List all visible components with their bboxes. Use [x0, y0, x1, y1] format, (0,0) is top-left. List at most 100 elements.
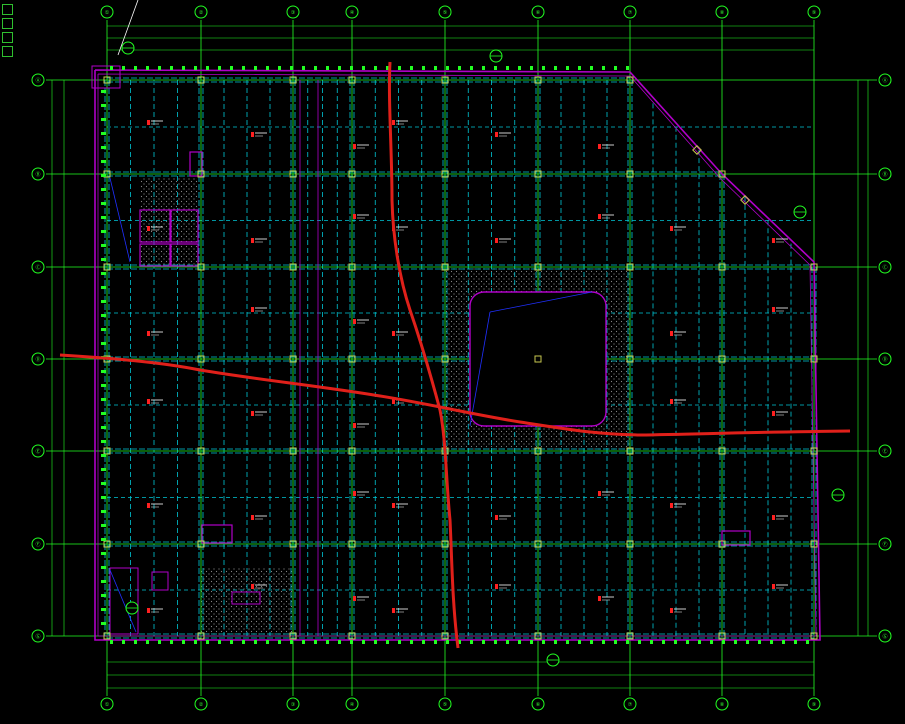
- column: [289, 263, 297, 271]
- wall-tick: [722, 640, 725, 644]
- wall-tick: [101, 454, 106, 457]
- zoom-icon[interactable]: [2, 32, 13, 43]
- grid-bubble: [878, 537, 892, 551]
- column: [626, 540, 634, 548]
- column: [197, 263, 205, 271]
- section-line-horizontal: [59, 353, 851, 437]
- grid-bubble-label: ⑧: [720, 702, 725, 708]
- wall-tick: [314, 66, 317, 70]
- room-box: [91, 65, 121, 89]
- column: [289, 76, 297, 84]
- grid-bubble: [194, 697, 208, 711]
- outer-wall: [94, 69, 821, 641]
- blue-line: [489, 291, 593, 313]
- annotation-mark: [147, 226, 150, 231]
- wall-tick: [254, 66, 257, 70]
- wall-tick: [410, 66, 413, 70]
- wall-tick: [182, 66, 185, 70]
- annotation-mark: [147, 503, 150, 508]
- grid-bubble-label: Ⓐ: [35, 77, 40, 84]
- column: [534, 355, 542, 363]
- room-box: [231, 591, 261, 605]
- column: [197, 540, 205, 548]
- wall-tick: [650, 640, 653, 644]
- grid-bubble-label: ⑦: [628, 702, 633, 708]
- wall-tick: [782, 640, 785, 644]
- room-box: [151, 571, 169, 591]
- wall-tick: [134, 66, 137, 70]
- wall-tick: [626, 640, 629, 644]
- wall-tick: [194, 640, 197, 644]
- column: [626, 632, 634, 640]
- grid-bubble-label: ①: [105, 702, 110, 708]
- annotation-mark: [598, 491, 601, 496]
- room-box: [721, 530, 751, 546]
- wall-tick: [506, 66, 509, 70]
- wall-tick: [230, 640, 233, 644]
- grid-bubble-label: Ⓔ: [35, 448, 40, 455]
- grid-bubble: [531, 697, 545, 711]
- grid-bubble: [878, 629, 892, 643]
- column: [441, 263, 449, 271]
- column: [810, 263, 818, 271]
- wall-tick: [494, 640, 497, 644]
- wall-tick: [470, 66, 473, 70]
- wall-tick: [422, 66, 425, 70]
- column: [810, 355, 818, 363]
- grid-bubble: [31, 537, 45, 551]
- wall-tick: [530, 66, 533, 70]
- wall-tick: [134, 640, 137, 644]
- grid-bubble-label: Ⓓ: [882, 356, 887, 363]
- pointer-icon[interactable]: [2, 4, 13, 15]
- pan-icon[interactable]: [2, 46, 13, 57]
- wall-tick: [101, 440, 106, 443]
- grid-bubble-label: ④: [350, 702, 355, 708]
- column: [626, 76, 634, 84]
- annotation-mark: [353, 319, 356, 324]
- wall-tick: [218, 640, 221, 644]
- wall-tick: [101, 594, 106, 597]
- wall-tick: [362, 640, 365, 644]
- grid-bubble: [286, 5, 300, 19]
- wall-tick: [758, 640, 761, 644]
- layer-icon[interactable]: [2, 18, 13, 29]
- wall-tick: [602, 66, 605, 70]
- annotation-mark: [670, 503, 673, 508]
- grid-bubble: [31, 73, 45, 87]
- column: [441, 170, 449, 178]
- wall-tick: [101, 412, 106, 415]
- wall-tick: [554, 66, 557, 70]
- grid-bubble: [194, 5, 208, 19]
- wall-tick: [770, 640, 773, 644]
- wall-tick: [314, 640, 317, 644]
- wall-tick: [518, 66, 521, 70]
- wall-tick: [518, 640, 521, 644]
- column: [626, 447, 634, 455]
- annotation-mark: [251, 515, 254, 520]
- grid-bubble-label: Ⓔ: [882, 448, 887, 455]
- grid-bubble: [31, 352, 45, 366]
- grid-bubble-label: ⑦: [628, 10, 633, 16]
- annotation-mark: [353, 214, 356, 219]
- wall-tick: [218, 66, 221, 70]
- annotation-mark: [670, 226, 673, 231]
- annotation-mark: [353, 423, 356, 428]
- column: [103, 540, 111, 548]
- wall-tick: [101, 426, 106, 429]
- wall-tick: [302, 66, 305, 70]
- wall-tick: [806, 640, 809, 644]
- wall-tick: [266, 66, 269, 70]
- grid-bubble-label: Ⓖ: [35, 633, 40, 640]
- grid-bubble-label: ③: [291, 10, 296, 16]
- grid-bubble-label: Ⓒ: [35, 264, 40, 271]
- grid-bubble-label: ⑤: [443, 10, 448, 16]
- annotation-mark: [598, 214, 601, 219]
- blue-line: [109, 569, 137, 633]
- wall-tick: [101, 300, 106, 303]
- wall-tick: [554, 640, 557, 644]
- column: [348, 263, 356, 271]
- grid-bubble-label: ⑤: [443, 702, 448, 708]
- column: [626, 170, 634, 178]
- wall-tick: [482, 66, 485, 70]
